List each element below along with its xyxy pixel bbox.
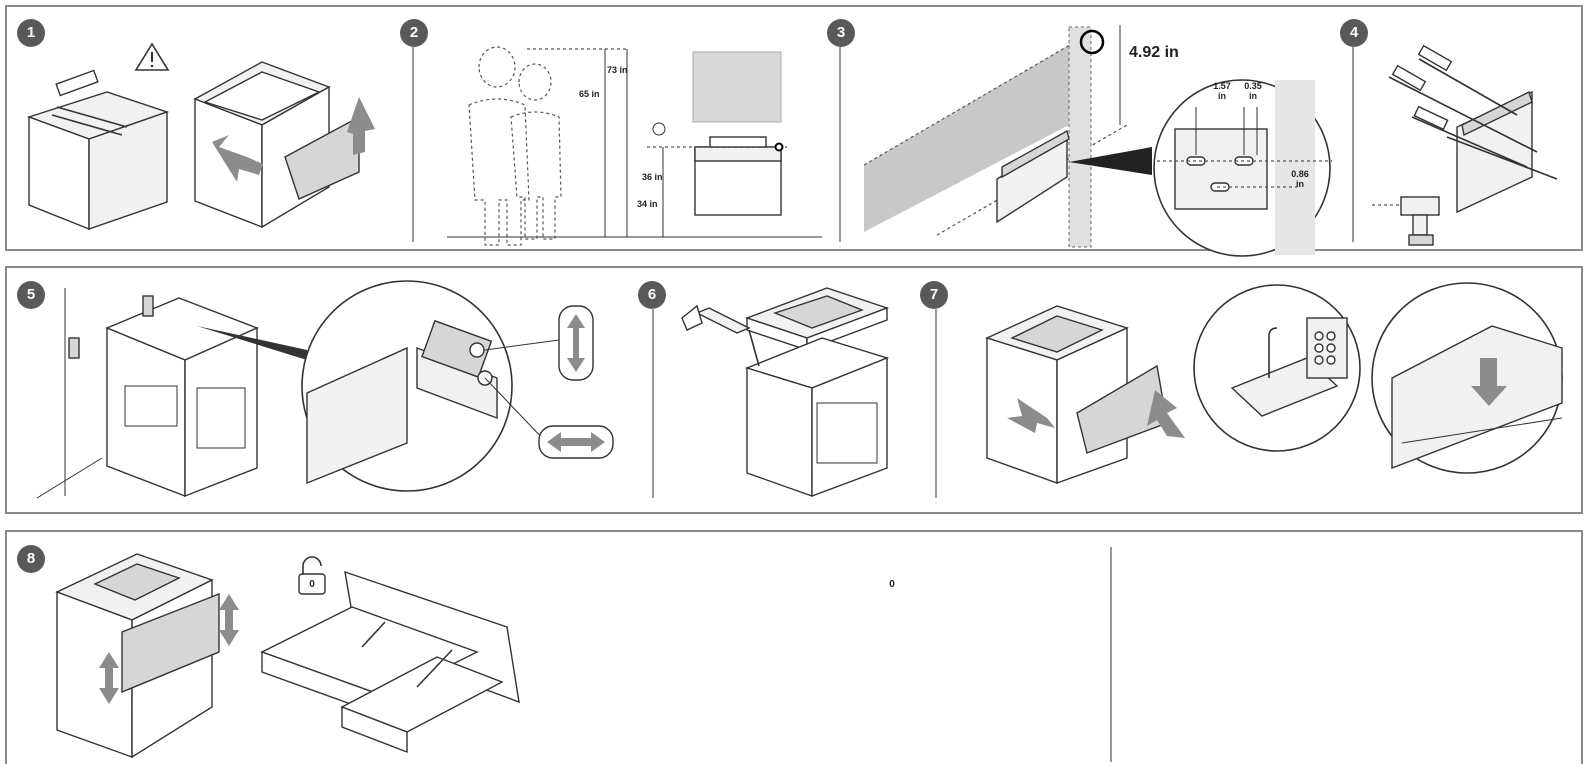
offset-label: 4.92 in [1129,44,1179,61]
height-eye-label: 65 in [579,89,600,99]
vanity-open-drawer [193,61,375,229]
row-1-illustrations [26,25,1558,257]
step-badge-3: 3 [827,19,855,47]
row-3-illustrations [55,553,520,759]
step-badge-8: 8 [17,545,45,573]
vanity-assembled [55,553,239,759]
height-base-label: 34 in [637,199,658,209]
drill-icon [1372,196,1440,246]
drawer-insert [985,282,1563,484]
step-badge-5: 5 [17,281,45,309]
divider [1110,547,1112,762]
anchors-screws [1372,44,1558,246]
height-total-label: 73 in [607,65,628,75]
step-badge-7: 7 [920,281,948,309]
divider [1352,47,1354,242]
step-badge-2: 2 [400,19,428,47]
lock-label-2: 0 [889,579,895,590]
people-height-guide [447,46,822,246]
divider [412,47,414,242]
packaged-box [26,69,170,231]
screw-icon [1388,44,1558,180]
sink-top-install [681,287,890,498]
divider [935,308,937,498]
cabinet-hanging [36,280,560,499]
step-badge-6: 6 [638,281,666,309]
drawer-adjust-1 [260,570,520,754]
wall-bracket-diagram [863,25,1332,257]
step-row-1: 1 2 3 4 [5,5,1583,257]
up-down-icon[interactable] [558,305,594,381]
caulk-gun-icon [681,304,760,367]
step-badge-4: 4 [1340,19,1368,47]
divider [652,308,654,498]
height-top-label: 36 in [642,172,663,182]
divider [839,47,841,242]
warning-icon [134,42,170,71]
step-row-2: 5 6 7 [5,266,1583,514]
lock-label-1: 0 [309,579,315,590]
row-2-illustrations [36,280,1563,499]
unlock-icon[interactable] [298,556,326,595]
step-badge-1: 1 [17,19,45,47]
step-row-3: 8 [5,530,1583,764]
left-right-icon[interactable] [538,425,614,459]
